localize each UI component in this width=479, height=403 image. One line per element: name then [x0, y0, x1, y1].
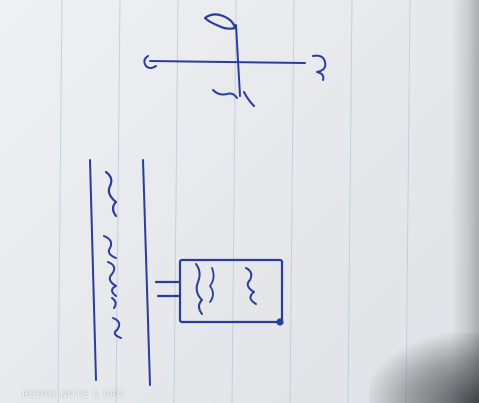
- notebook-ruling: [58, 0, 410, 403]
- label-column-marks: [90, 160, 150, 385]
- camera-watermark: REDMI NOTE 6 PRO: [22, 390, 125, 400]
- corner-shadow: [369, 333, 479, 403]
